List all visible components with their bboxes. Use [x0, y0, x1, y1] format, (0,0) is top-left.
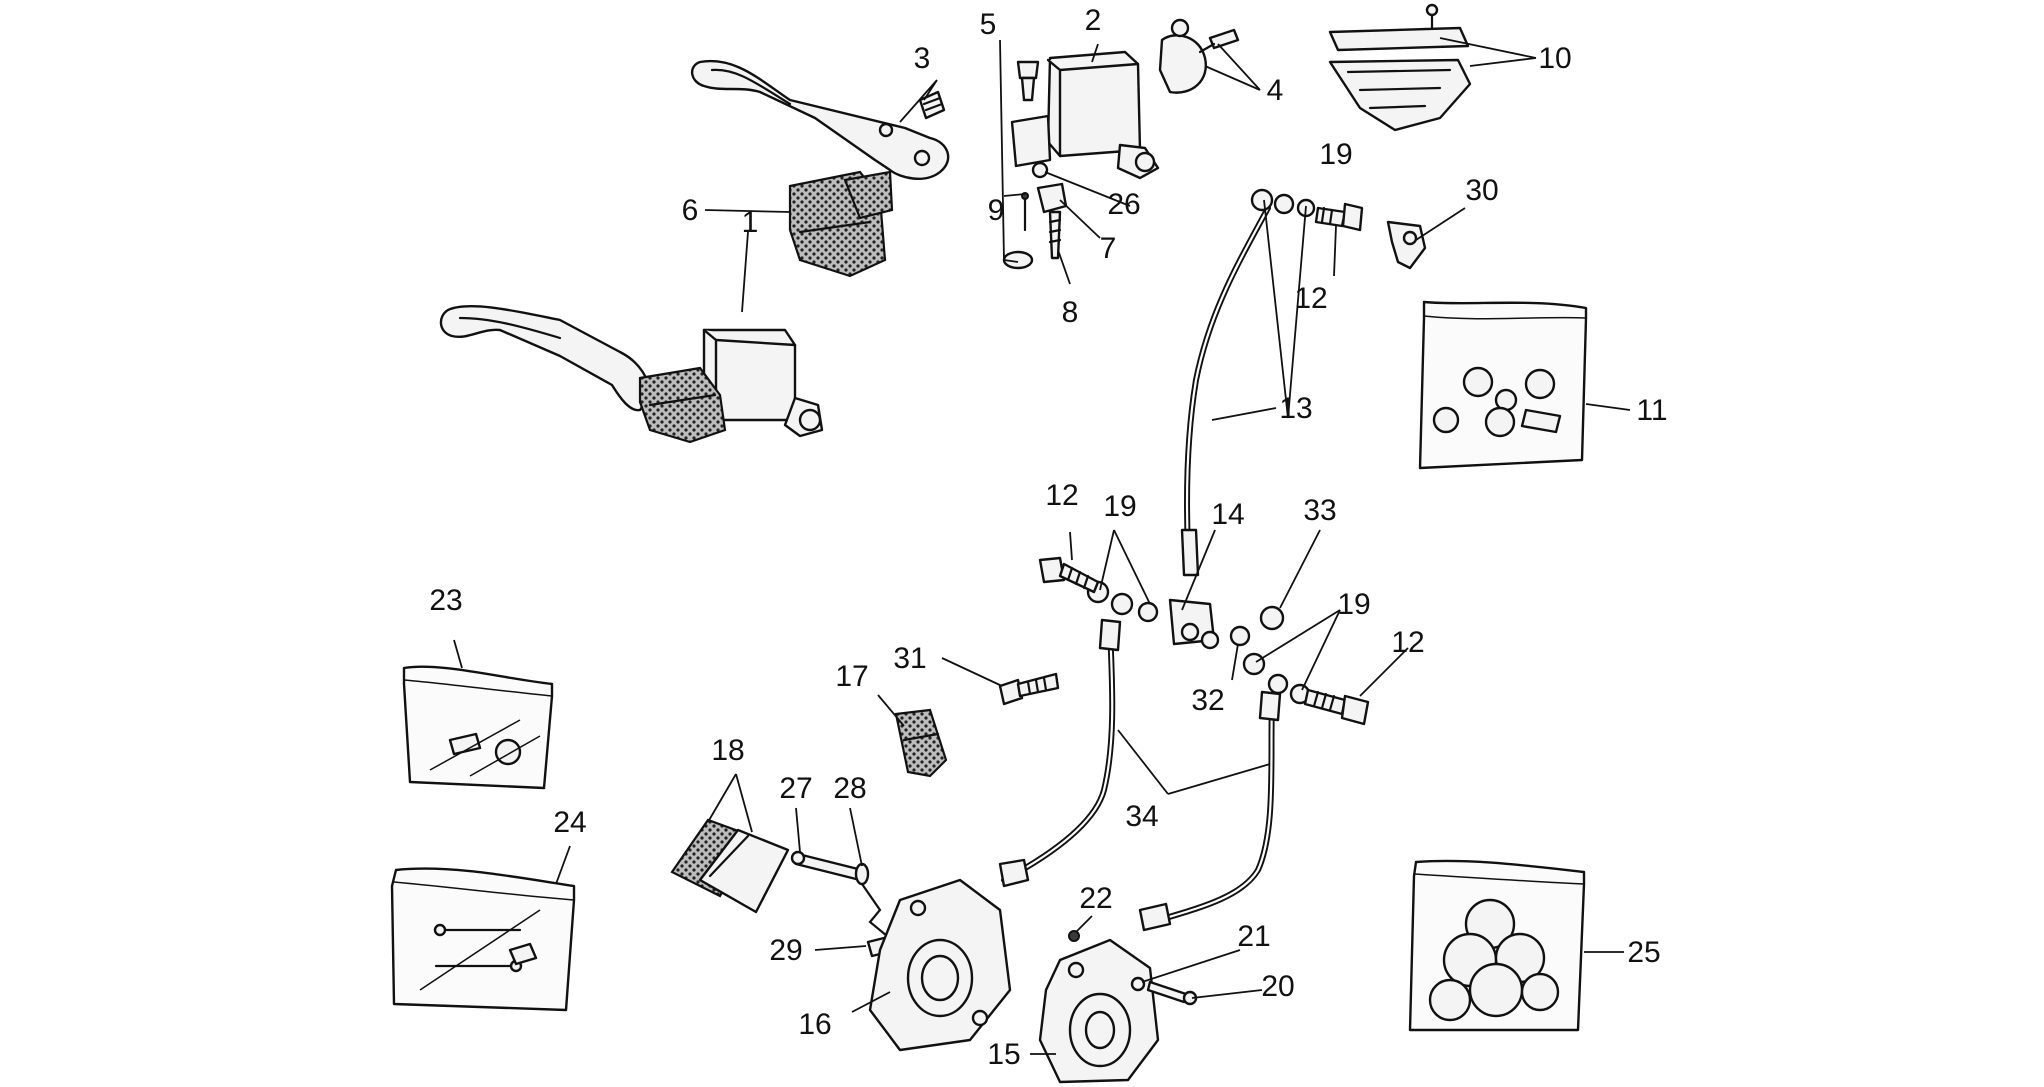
reservoir-cover-10	[1328, 3, 1472, 132]
callout-12-upper: 12	[1294, 282, 1327, 315]
caliper-15	[1038, 938, 1160, 1084]
kit-bag-24	[390, 867, 576, 1012]
brake-pads-18	[670, 818, 790, 914]
callout-11: 11	[1636, 394, 1667, 427]
kit-bag-25	[1408, 859, 1586, 1032]
callout-20: 20	[1261, 970, 1294, 1003]
callout-21: 21	[1237, 920, 1270, 953]
callout-15: 15	[987, 1038, 1020, 1071]
callout-24: 24	[553, 806, 586, 839]
master-cylinder-2	[1010, 50, 1160, 180]
washers-32-33	[1229, 605, 1285, 647]
lower-hoses-34	[998, 618, 1282, 932]
pad-spring-17	[894, 708, 948, 778]
callout-13: 13	[1279, 392, 1312, 425]
pin-27	[790, 850, 864, 882]
callout-30: 30	[1465, 174, 1498, 207]
bolt-12-right	[1303, 688, 1370, 726]
callout-4: 4	[1267, 74, 1284, 107]
callout-labels: 1 2 3 4 5 6 7 8 9 10 11 12 12 12 13 14 1…	[429, 4, 1667, 1071]
callout-5: 5	[980, 8, 997, 41]
washers-19-left	[1086, 580, 1159, 623]
callout-2: 2	[1085, 4, 1102, 37]
distributor-14	[1168, 598, 1220, 650]
bracket-30	[1386, 220, 1427, 270]
callout-14: 14	[1211, 498, 1244, 531]
clamp-4	[1158, 18, 1240, 94]
callout-31: 31	[893, 642, 926, 675]
callout-19-upper: 19	[1319, 138, 1352, 171]
callout-9: 9	[988, 194, 1005, 227]
upper-brake-hose-13	[1180, 205, 1271, 577]
upper-brake-lever	[691, 59, 950, 180]
callout-29: 29	[769, 934, 802, 967]
callout-26: 26	[1107, 188, 1140, 221]
callout-18: 18	[711, 734, 744, 767]
callout-25: 25	[1627, 936, 1660, 969]
kit-bag-23	[402, 665, 554, 790]
bleed-parts-20-21-22	[1068, 930, 1198, 1006]
callout-19-right: 19	[1337, 588, 1370, 621]
callout-16: 16	[798, 1008, 831, 1041]
callout-10: 10	[1538, 42, 1571, 75]
switch-block-6	[788, 170, 894, 278]
lever-master-cylinder-assembly-1	[439, 305, 824, 444]
callout-3: 3	[914, 42, 931, 75]
banjo-bolt-upper-12	[1314, 202, 1364, 232]
callout-32: 32	[1191, 684, 1224, 717]
bolt-8	[1002, 210, 1062, 270]
callout-28: 28	[833, 772, 866, 805]
callout-7: 7	[1100, 232, 1117, 265]
callout-12-right: 12	[1391, 626, 1424, 659]
bolt-12-left	[1038, 556, 1100, 594]
kit-bag-11	[1418, 300, 1588, 470]
caliper-16	[868, 878, 1012, 1052]
callout-17: 17	[835, 660, 868, 693]
callout-27: 27	[779, 772, 812, 805]
callout-8: 8	[1062, 296, 1079, 329]
callout-33: 33	[1303, 494, 1336, 527]
callout-23: 23	[429, 584, 462, 617]
callout-19-left: 19	[1103, 490, 1136, 523]
callout-34: 34	[1125, 800, 1158, 833]
callout-12-left: 12	[1045, 479, 1078, 512]
pivot-bracket-parts-7-9-26	[1021, 161, 1068, 232]
screw-31	[998, 672, 1060, 706]
master-cylinder-cap-screw-5	[1016, 60, 1040, 102]
callout-1: 1	[742, 206, 759, 239]
clip-28	[854, 862, 894, 942]
callout-6: 6	[682, 194, 699, 227]
callout-22: 22	[1079, 882, 1112, 915]
leader-lines	[453, 37, 1631, 1055]
